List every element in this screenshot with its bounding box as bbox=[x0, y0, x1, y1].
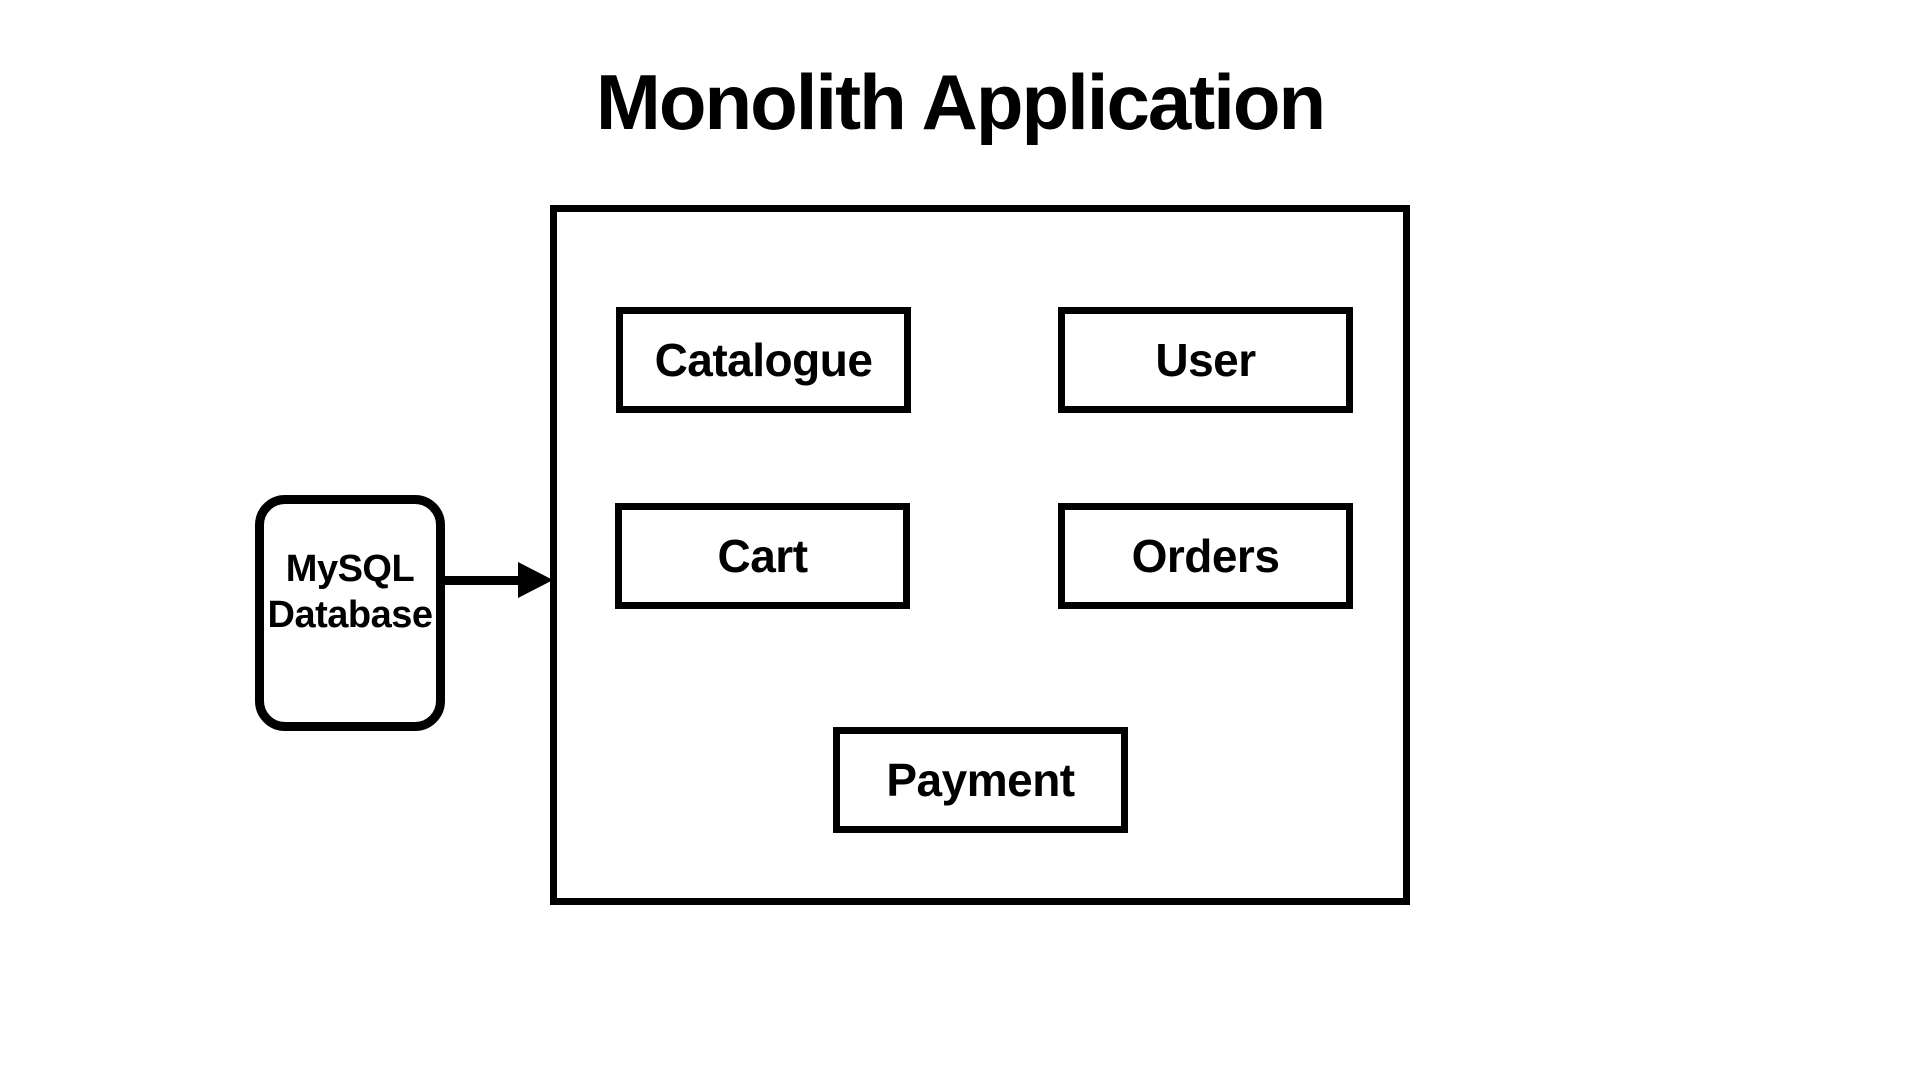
module-label-payment: Payment bbox=[886, 754, 1075, 806]
database-label-line1: MySQL bbox=[285, 548, 415, 590]
module-box-user: User bbox=[1058, 307, 1353, 413]
module-box-cart: Cart bbox=[615, 503, 910, 609]
module-label-cart: Cart bbox=[717, 530, 808, 582]
module-label-catalogue: Catalogue bbox=[654, 334, 873, 386]
module-box-orders: Orders bbox=[1058, 503, 1353, 609]
mysql-database-node: MySQL Database bbox=[255, 495, 445, 731]
module-box-catalogue: Catalogue bbox=[616, 307, 911, 413]
diagram-title: Monolith Application bbox=[595, 58, 1326, 146]
monolith-application-container: Catalogue User Cart Orders Payment bbox=[550, 205, 1410, 905]
db-to-monolith-arrowhead-icon bbox=[518, 562, 553, 598]
module-label-user: User bbox=[1155, 334, 1256, 386]
module-label-orders: Orders bbox=[1131, 530, 1280, 582]
database-label-line2: Database bbox=[267, 594, 433, 636]
module-box-payment: Payment bbox=[833, 727, 1128, 833]
db-to-monolith-arrow-shaft bbox=[445, 576, 521, 585]
